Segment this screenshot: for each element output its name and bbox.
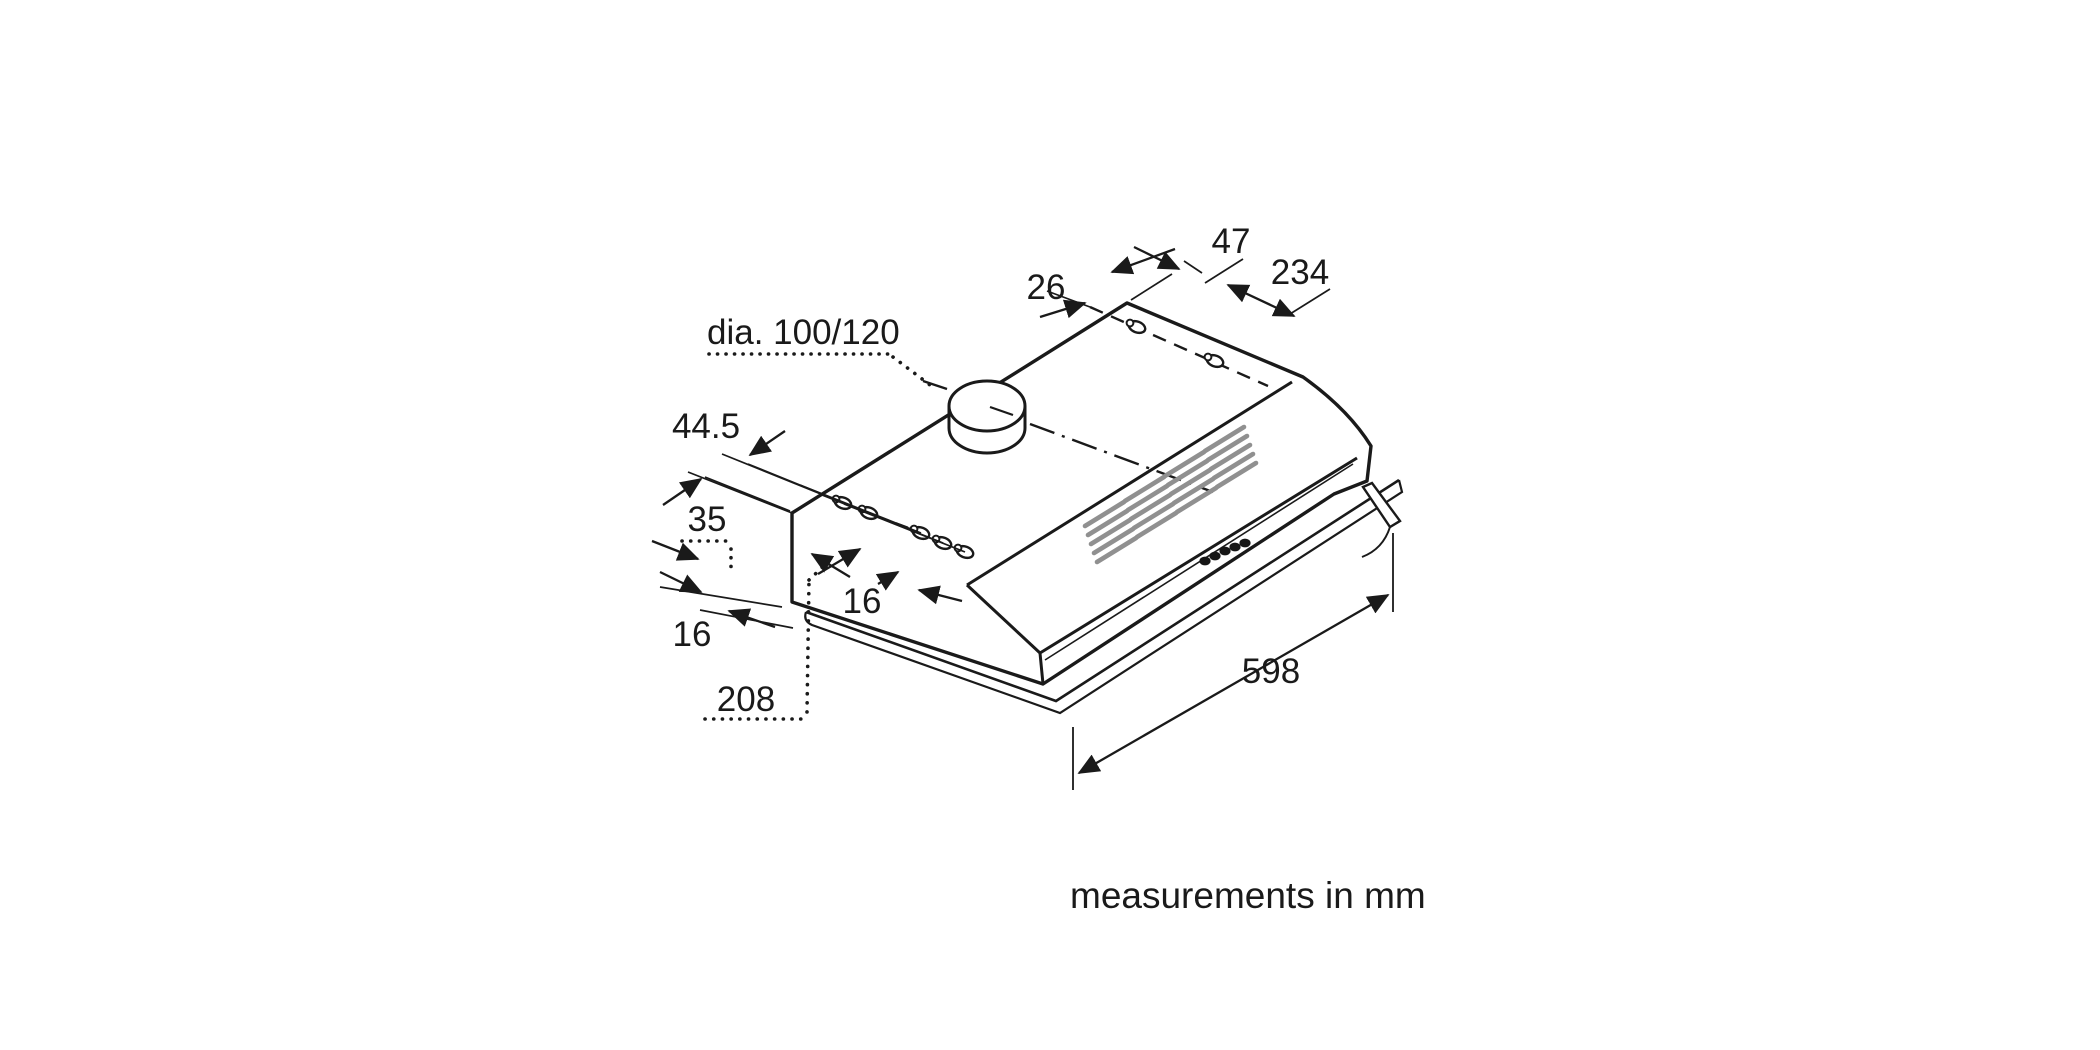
visor-right-bracket bbox=[1361, 481, 1402, 529]
duct-diameter-label: dia. 100/120 bbox=[707, 313, 900, 352]
slope-break-edge bbox=[966, 380, 1293, 587]
dim-44-5-label: 44.5 bbox=[672, 407, 740, 446]
duct-diameter-callout: dia. 100/120 bbox=[707, 313, 936, 390]
width-dimension-598: 598 bbox=[1072, 533, 1394, 790]
duct-collar-inner-tick bbox=[989, 405, 1014, 417]
dim-208-label: 208 bbox=[717, 680, 775, 719]
duct-collar bbox=[947, 379, 1027, 455]
dim-line-598 bbox=[1077, 594, 1390, 774]
grease-filter-grille bbox=[1082, 424, 1259, 565]
hood-body bbox=[790, 301, 1373, 686]
right-dimension-arrows bbox=[1039, 245, 1296, 319]
units-note: measurements in mm bbox=[1070, 875, 1426, 916]
left-dimension-arrows bbox=[651, 430, 963, 629]
duct-center-line bbox=[922, 379, 1214, 494]
control-buttons bbox=[1199, 538, 1251, 566]
dim-47-label: 47 bbox=[1212, 222, 1251, 261]
dim-35-label: 35 bbox=[688, 500, 727, 539]
left-dimension-cluster: 44.5 35 16 16 208 bbox=[651, 407, 966, 721]
dim-16-left-label: 16 bbox=[673, 615, 712, 654]
right-dimension-cluster: 26 47 234 bbox=[1027, 222, 1331, 319]
right-extension-lines bbox=[1130, 258, 1331, 315]
visor-top-outline bbox=[805, 478, 1400, 703]
dim-234-label: 234 bbox=[1271, 253, 1329, 292]
dim-26-label: 26 bbox=[1027, 268, 1066, 307]
dim-16-right-label: 16 bbox=[843, 582, 882, 621]
slope-left-edge bbox=[965, 583, 1042, 655]
duct-collar-top bbox=[947, 379, 1027, 433]
holes-right-dashed-line bbox=[1089, 305, 1269, 388]
dim-598-label: 598 bbox=[1242, 652, 1300, 691]
left-extension-lines bbox=[659, 453, 966, 629]
front-band-left-edge bbox=[1038, 652, 1045, 685]
visor-right-bracket-curve bbox=[1361, 526, 1391, 558]
left-dotted-leaders bbox=[680, 539, 833, 721]
